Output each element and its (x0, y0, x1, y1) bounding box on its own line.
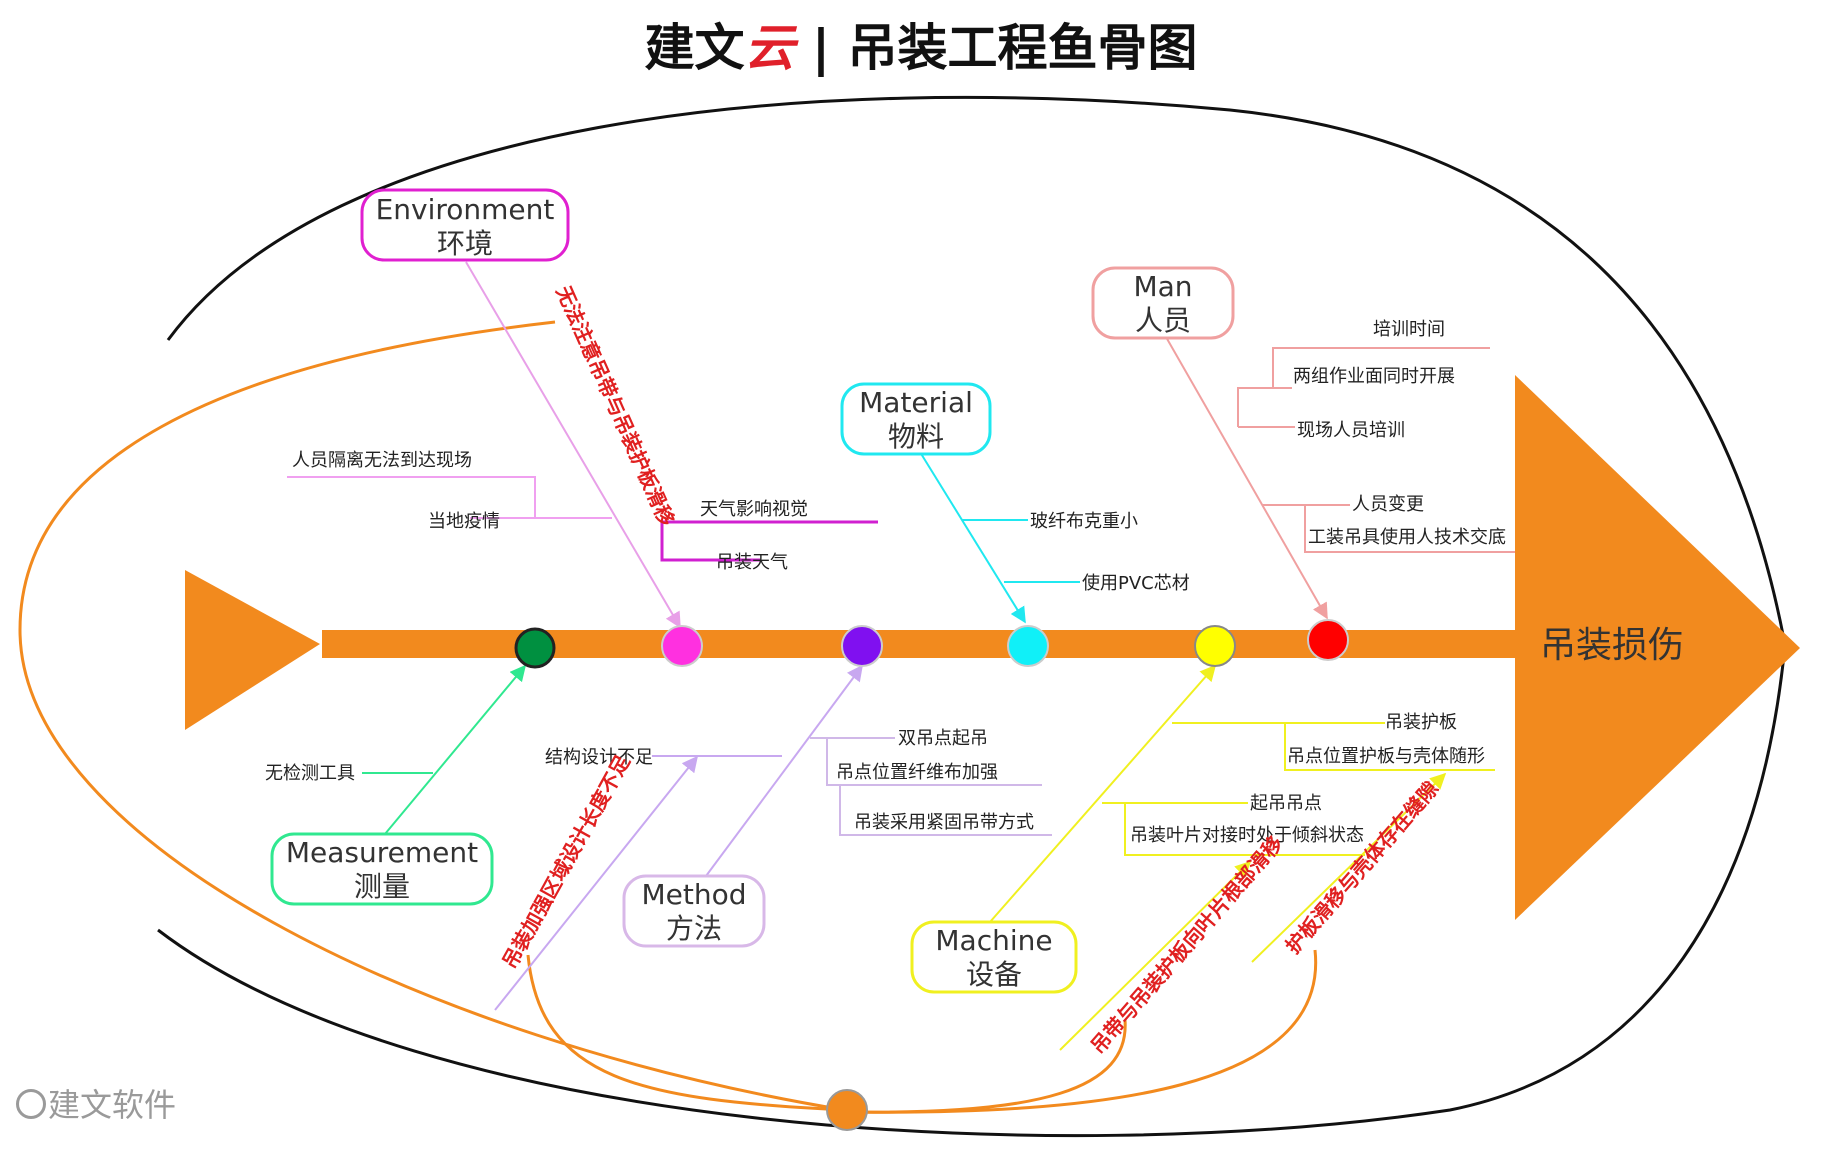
watermark: 建文软件 (16, 1080, 176, 1126)
node-man (1307, 619, 1349, 661)
environment-bone (465, 261, 681, 629)
feedback-curve-2 (526, 954, 846, 1112)
feedback-curve-3 (844, 1019, 1127, 1114)
fish-outline-bottom (157, 644, 1787, 1138)
man-box (1091, 266, 1235, 340)
cause-c7: 培训时间 (1373, 319, 1445, 340)
watermark-text: 建文软件 (48, 1086, 177, 1124)
material-label-zh: 物料 (888, 420, 944, 453)
cause-c10: 人员变更 (1352, 494, 1424, 515)
node-measurement (514, 627, 556, 669)
failure-f3: 吊带与吊装护板向叶片根部滑移 (1086, 831, 1288, 1058)
cause-c16: 吊装采用紧固吊带方式 (854, 812, 1034, 833)
method-bone (705, 664, 863, 877)
method-label-en: Method (641, 878, 746, 911)
cause-c13: 结构设计不足 (545, 747, 653, 768)
cause-c17: 吊装护板 (1385, 712, 1457, 733)
cause-c5: 玻纤布克重小 (1030, 511, 1138, 532)
cause-line-c1 (287, 476, 536, 518)
node-environment (661, 625, 703, 667)
cause-c18: 吊点位置护板与壳体随形 (1287, 746, 1485, 767)
cause-c20: 吊装叶片对接时处于倾斜状态 (1130, 825, 1364, 846)
node-method (841, 625, 883, 667)
measurement-label-zh: 测量 (354, 870, 410, 903)
cause-c19: 起吊吊点 (1250, 793, 1322, 814)
feedback-curve-4 (844, 949, 1318, 1114)
page-title: 建文云 | 吊装工程鱼骨图 (0, 8, 1842, 80)
man-bone (1165, 336, 1328, 620)
cause-c14: 双吊点起吊 (898, 728, 988, 749)
material-label-en: Material (859, 386, 973, 419)
node-machine (1194, 625, 1236, 667)
machine-failure-line-2 (1251, 772, 1447, 963)
cause-c12: 无检测工具 (265, 763, 355, 784)
cause-line-c14 (810, 737, 1042, 786)
cause-c9: 现场人员培训 (1297, 420, 1405, 441)
method-failure-line (494, 755, 698, 1011)
machine-box (910, 920, 1078, 994)
cause-c8: 两组作业面同时开展 (1293, 366, 1455, 387)
cause-c1: 人员隔离无法到达现场 (292, 450, 472, 471)
title-part2: | 吊装工程鱼骨图 (794, 19, 1198, 77)
method-box (622, 874, 766, 948)
cause-c4: 吊装天气 (716, 552, 788, 573)
cause-c15: 吊点位置纤维布加强 (836, 762, 998, 783)
material-bone (919, 451, 1026, 624)
cause-line-c19 (1102, 802, 1365, 856)
cause-line-c16 (827, 784, 1052, 836)
cause-c11: 工装吊具使用人技术交底 (1308, 527, 1506, 548)
method-label-zh: 方法 (666, 912, 722, 945)
feedback-loop (18, 320, 846, 1112)
machine-label-en: Machine (935, 924, 1052, 957)
material-box (840, 382, 992, 456)
fish-tail (185, 570, 320, 730)
node-feedback (826, 1089, 868, 1131)
cause-line-c10 (1262, 504, 1515, 553)
machine-bone (989, 664, 1217, 923)
effect-label: 吊装损伤 (1540, 625, 1684, 666)
environment-label-en: Environment (376, 193, 555, 226)
measurement-label-en: Measurement (286, 836, 478, 869)
node-material (1007, 625, 1049, 667)
measurement-bone (384, 664, 527, 835)
failure-f1: 无法注意吊带与吊装护板滑移 (551, 282, 679, 529)
cause-c2: 当地疫情 (428, 511, 500, 532)
machine-failure-line-1 (1059, 860, 1252, 1051)
environment-box (360, 188, 570, 262)
machine-label-zh: 设备 (966, 958, 1022, 991)
man-label-zh: 人员 (1135, 304, 1191, 337)
fish-outline-top (166, 95, 1787, 646)
cause-c3: 天气影响视觉 (700, 499, 808, 520)
environment-label-zh: 环境 (437, 227, 493, 260)
watermark-logo-icon (16, 1089, 46, 1119)
cause-c6: 使用PVC芯材 (1082, 573, 1190, 594)
measurement-box (270, 832, 494, 906)
title-accent: 云 (744, 19, 795, 77)
man-label-en: Man (1133, 270, 1192, 303)
fish-head (1515, 375, 1800, 920)
cause-line-c3 (660, 520, 878, 562)
title-part1: 建文 (644, 19, 745, 77)
cause-line-c17 (1172, 722, 1495, 771)
